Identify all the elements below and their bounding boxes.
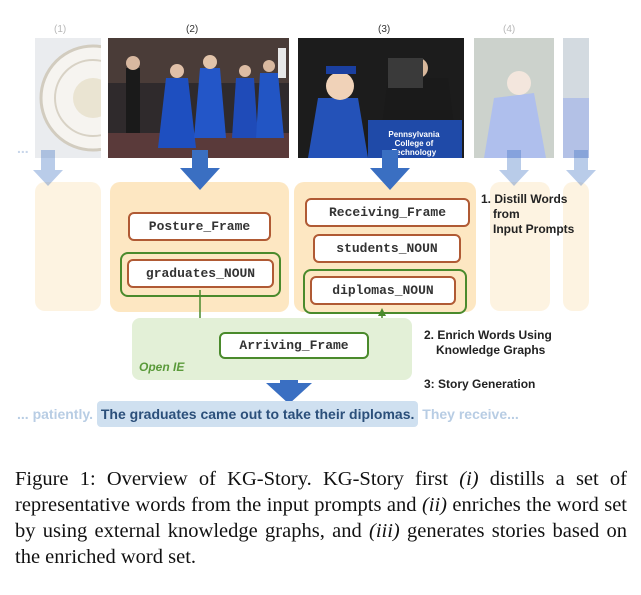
- graduates-noun-box: graduates_NOUN: [127, 259, 274, 288]
- receiving-frame-box: Receiving_Frame: [305, 198, 470, 227]
- cropped-image: [563, 98, 589, 158]
- panel-number-3: (3): [378, 24, 391, 35]
- diplomas-noun-box: diplomas_NOUN: [310, 276, 456, 305]
- story-prefix-dots: ...: [17, 406, 29, 422]
- caption-item-i: (i): [459, 468, 479, 490]
- story-generated-sentence: The graduates came out to take their dip…: [96, 401, 419, 427]
- step-2-label: 2. Enrich Words Using Knowledge Graphs: [424, 328, 552, 358]
- photo-5: [563, 38, 589, 158]
- photo-2: [108, 38, 289, 158]
- seal-image: [39, 44, 101, 152]
- faded-arrow-4: [499, 150, 529, 186]
- step-2-line-2: Knowledge Graphs: [436, 343, 546, 357]
- panel-number-1: (1): [54, 24, 67, 35]
- students-noun-box: students_NOUN: [313, 234, 461, 263]
- caption-label: Figure 1:: [15, 468, 96, 490]
- graduates-kg-group: [120, 252, 281, 297]
- step-1-label: 1. Distill Words from Input Prompts: [481, 192, 574, 237]
- step-1-line-2: from: [493, 207, 520, 221]
- story-suffix-dots: ...: [507, 406, 519, 422]
- caption-text-4: generates stories based on the enriched …: [15, 520, 627, 568]
- faded-arrow-1: [33, 150, 63, 186]
- panel-number-2: (2): [186, 24, 199, 35]
- panel-number-4: (4): [503, 24, 516, 35]
- left-ellipsis: ...: [17, 140, 29, 156]
- diplomas-kg-group: [303, 269, 467, 314]
- caption-text-3: enriches the word set by using external …: [15, 494, 627, 542]
- receiving-image: [298, 38, 464, 158]
- caption-text-1: Overview of KG-Story. KG-Story first: [95, 468, 460, 490]
- story-next-sentence: They receive: [422, 406, 508, 422]
- arriving-frame-box: Arriving_Frame: [219, 332, 369, 359]
- story-strip: ... patiently. The graduates came out to…: [17, 401, 519, 427]
- photo-4: [474, 38, 554, 158]
- photo-3: Pennsylvania College of Technology: [298, 38, 464, 158]
- down-arrow-3: [370, 150, 410, 190]
- open-ie-label: Open IE: [139, 360, 185, 374]
- step-1-line-1: 1. Distill Words: [481, 192, 568, 206]
- step-2-line-1: 2. Enrich Words Using: [424, 328, 552, 342]
- story-previous-sentence: patiently.: [32, 406, 93, 422]
- graduates-image: [108, 38, 289, 158]
- down-arrow-2: [180, 150, 220, 190]
- podium-sign: Pennsylvania College of Technology: [388, 130, 440, 157]
- panel-5-faded: [563, 182, 589, 311]
- faded-arrow-5: [566, 150, 596, 186]
- graduate-image: [474, 38, 554, 158]
- caption-item-ii: (ii): [421, 494, 447, 516]
- caption-item-iii: (iii): [369, 520, 400, 542]
- photo-1: [35, 38, 101, 158]
- panel-1-faded: [35, 182, 101, 311]
- figure-caption: Figure 1: Overview of KG-Story. KG-Story…: [15, 466, 627, 570]
- step-1-line-3: Input Prompts: [493, 222, 575, 236]
- posture-frame-box: Posture_Frame: [128, 212, 271, 241]
- step-3-label: 3: Story Generation: [424, 377, 536, 391]
- panel-4-faded: [490, 182, 550, 311]
- caption-text-2: distills a set of representative words f…: [15, 468, 627, 516]
